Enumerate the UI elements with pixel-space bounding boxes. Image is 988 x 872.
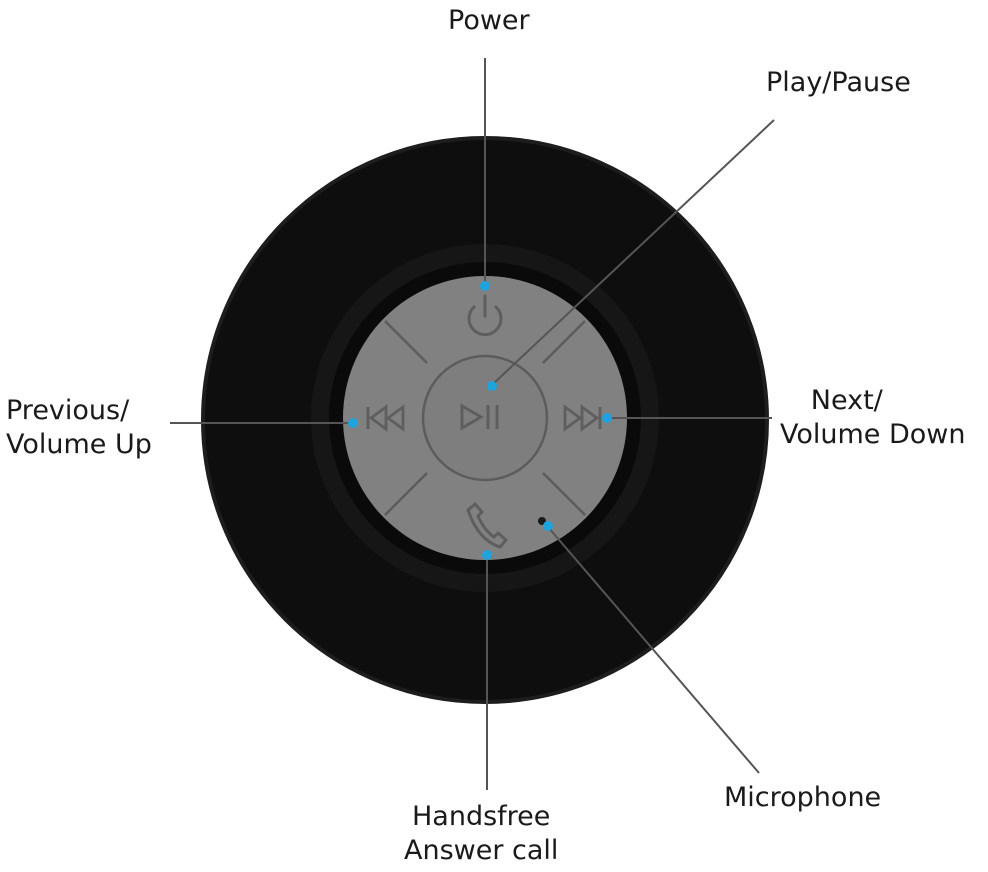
skip-forward-icon	[563, 404, 602, 432]
skip-back-icon	[366, 404, 405, 432]
callout-dot-previous	[348, 418, 358, 428]
label-microphone-text: Microphone	[724, 782, 882, 813]
label-handsfree: Handsfree Answer call	[404, 800, 558, 868]
label-previous: Previous/ Volume Up	[6, 394, 152, 462]
callout-line-microphone	[547, 526, 760, 774]
callout-dot-next	[602, 413, 612, 423]
label-play-pause: Play/Pause	[766, 66, 911, 100]
label-handsfree-line2: Answer call	[404, 835, 559, 866]
label-next-line1: Next/	[810, 385, 883, 416]
callout-line-play-pause	[492, 119, 775, 385]
label-handsfree-line1: Handsfree	[412, 801, 551, 832]
power-icon	[467, 294, 503, 337]
segment-dividers	[384, 320, 586, 516]
label-play-pause-text: Play/Pause	[766, 67, 911, 98]
label-microphone: Microphone	[724, 781, 881, 815]
phone-icon	[466, 502, 508, 549]
label-previous-line2: Volume Up	[6, 429, 152, 460]
callout-dot-play-pause	[487, 381, 497, 391]
callout-lines	[170, 58, 775, 790]
label-power-text: Power	[448, 5, 530, 36]
callout-dot-handsfree	[482, 550, 492, 560]
callout-dot-microphone	[543, 521, 553, 531]
callout-dots	[348, 281, 612, 560]
label-power: Power	[448, 4, 530, 38]
play-pause-button[interactable]	[421, 354, 549, 482]
label-previous-line1: Previous/	[6, 395, 130, 426]
callout-dot-power	[480, 281, 490, 291]
label-next-line2: Volume Down	[780, 419, 966, 450]
play-pause-icon	[460, 403, 499, 431]
label-next: Next/ Volume Down	[780, 384, 966, 452]
